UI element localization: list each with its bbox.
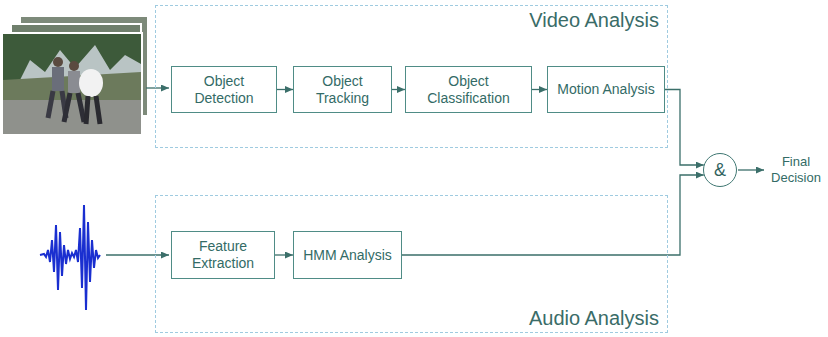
- box-label: Feature Extraction: [172, 238, 274, 272]
- output-label: Final Decision: [766, 154, 826, 186]
- box-label: Object Detection: [172, 73, 276, 107]
- video-frames: [2, 16, 148, 135]
- flow-arrow: [402, 175, 704, 255]
- flow-arrow: [277, 89, 293, 90]
- process-box: Motion Analysis: [547, 66, 665, 113]
- output-arrow: [738, 169, 764, 170]
- analysis-group: Audio Analysis Feature Extraction HMM Anal…: [155, 195, 668, 333]
- process-box: HMM Analysis: [293, 231, 402, 279]
- box-label: Object Tracking: [294, 73, 391, 107]
- flow-arrow: [275, 254, 293, 255]
- box-label: Motion Analysis: [551, 81, 660, 98]
- input-arrow: [106, 254, 169, 255]
- box-label: HMM Analysis: [297, 247, 398, 264]
- analysis-group: Video AnalysisObject Detection Object Tra…: [155, 5, 668, 148]
- group-title: Video Analysis: [529, 8, 659, 32]
- box-label: Object Classification: [406, 73, 531, 107]
- group-title: Audio Analysis: [529, 306, 659, 330]
- process-box: Object Classification: [405, 66, 532, 113]
- and-junction: &: [703, 153, 737, 187]
- flow-arrow: [665, 90, 704, 166]
- box-label: &: [714, 160, 726, 180]
- audio-waveform: [40, 205, 100, 310]
- flow-arrow: [392, 89, 405, 90]
- process-box: Object Tracking: [293, 66, 392, 113]
- input-arrow: [146, 87, 169, 88]
- process-box: Feature Extraction: [171, 231, 275, 279]
- flow-arrow: [532, 89, 547, 90]
- process-box: Object Detection: [171, 66, 277, 113]
